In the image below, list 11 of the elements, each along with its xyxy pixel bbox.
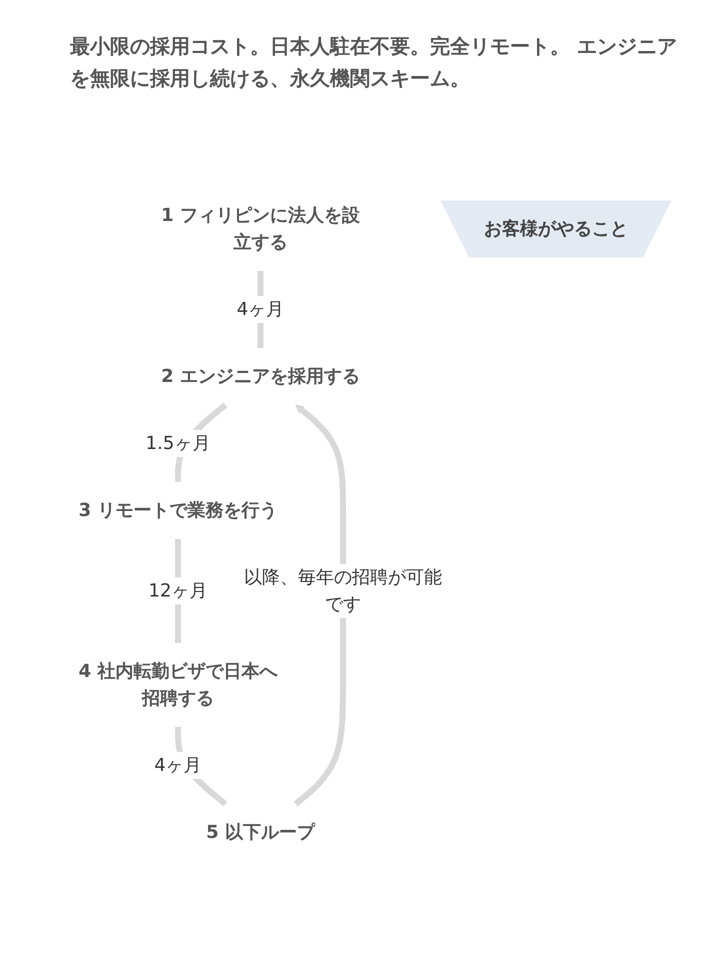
node-text: 4 社内転勤ビザで日本へ招聘する [78,661,278,709]
node-text: 1 フィリピンに法人を設立する [161,205,360,253]
edge-label: 4ヶ月 [154,755,202,776]
arrow [294,404,346,806]
edge-label: 1.5ヶ月 [146,433,211,454]
edge-label: 4ヶ月 [237,299,284,320]
node-text: 3 リモートで業務を行う [78,500,278,521]
heading: 最小限の採用コスト。日本人駐在不要。完全リモート。 エンジニアを無限に採用し続ける、永久機関スキーム。 [69,33,678,92]
edge-label: 以降、毎年の招聘が可能です [244,567,442,615]
node-text: 2 エンジニアを採用する [161,366,360,387]
edge-label: 12ヶ月 [148,580,208,602]
